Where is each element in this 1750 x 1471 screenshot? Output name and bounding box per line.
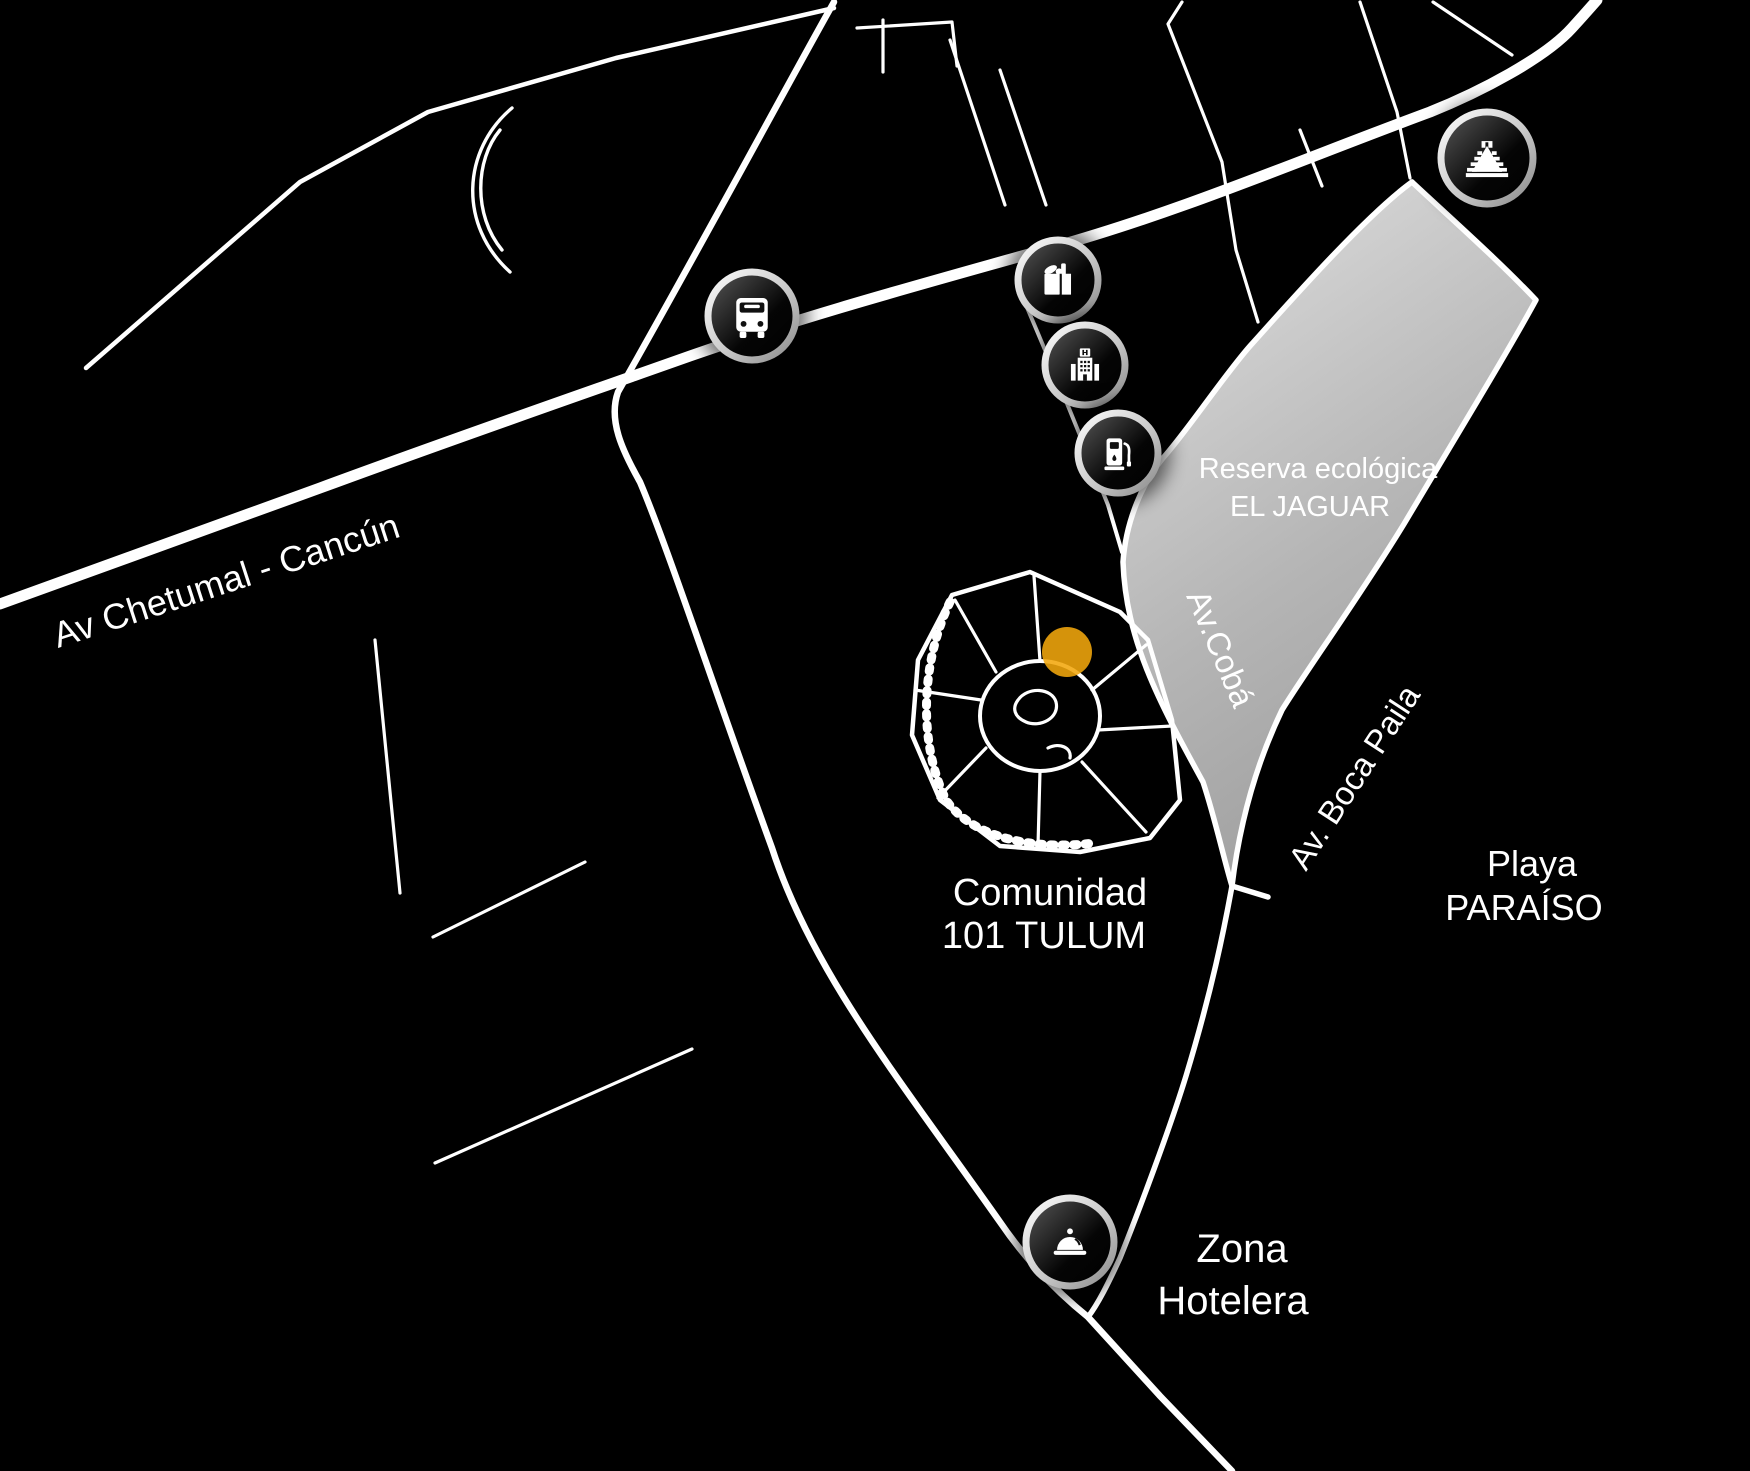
label-zona-line2: Hotelera [1157, 1279, 1309, 1323]
reserve-el-jaguar-region [1123, 182, 1536, 886]
label-playa-line2: PARAÍSO [1445, 887, 1602, 928]
poi-groceries[interactable] [1006, 228, 1110, 332]
poi-restaurant[interactable] [1014, 1186, 1126, 1298]
community-master-plan [909, 569, 1183, 855]
road-wedge-west [611, 0, 1236, 1471]
label-reserve-line1: Reserva ecológica [1199, 453, 1438, 485]
poi-mayan-ruins[interactable] [1429, 100, 1545, 216]
poi-hotel[interactable] [1033, 313, 1137, 417]
road-top-left [83, 5, 837, 371]
label-community-line2: 101 TULUM [942, 915, 1146, 957]
poi-gas-station[interactable] [1066, 401, 1170, 505]
label-community-line1: Comunidad [953, 872, 1147, 914]
label-reserve-line2: EL JAGUAR [1230, 491, 1390, 523]
project-location-marker[interactable] [1042, 627, 1092, 677]
poi-bus-station[interactable] [696, 260, 808, 372]
label-playa-line1: Playa [1487, 843, 1578, 884]
label-zona-line1: Zona [1196, 1227, 1288, 1271]
